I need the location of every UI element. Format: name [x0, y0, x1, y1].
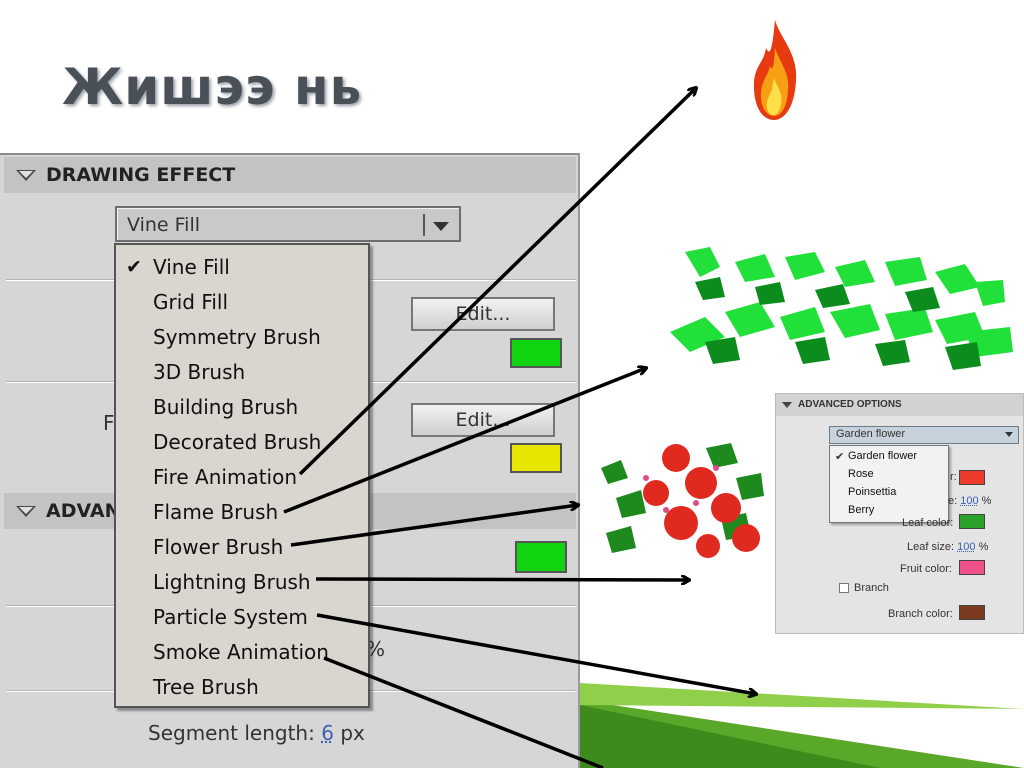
- arrow-smoke: [323, 656, 604, 768]
- effect-dropdown-menu: ✔ Vine Fill Grid Fill Symmetry Brush 3D …: [114, 243, 370, 708]
- effect-select-value: Vine Fill: [127, 214, 201, 236]
- flower-color-swatch[interactable]: [959, 470, 985, 485]
- fruit-color-label: Fruit color:: [900, 563, 952, 575]
- menu-item-flame-brush[interactable]: Flame Brush: [153, 500, 279, 524]
- menu-item-smoke-animation[interactable]: Smoke Animation: [153, 640, 329, 664]
- fire-illustration: [753, 20, 797, 120]
- flower-type-menu: ✔ Garden flower Rose Poinsettia Berry: [829, 445, 949, 523]
- checkmark-icon: ✔: [835, 451, 845, 463]
- checkmark-icon: ✔: [126, 256, 142, 278]
- branch-label: Branch: [854, 582, 889, 594]
- leaf-color-swatch[interactable]: [959, 514, 985, 529]
- color-swatch-2[interactable]: [510, 443, 562, 473]
- partial-label: F: [103, 411, 115, 435]
- menu-item-flower-brush[interactable]: Flower Brush: [153, 535, 284, 559]
- branch-color-label: Branch color:: [888, 608, 953, 620]
- segment-length-unit: px: [340, 721, 365, 745]
- arrow-particle: [316, 613, 756, 694]
- effect-select[interactable]: Vine Fill: [115, 206, 461, 242]
- arrow-lightning: [315, 579, 689, 580]
- flower-type-select[interactable]: Garden flower: [829, 426, 1019, 444]
- flower-color-label: r:: [950, 471, 957, 483]
- menu-item-rose[interactable]: Rose: [848, 468, 874, 480]
- flower-size-row: e: 100 %: [948, 495, 992, 507]
- slide-title: Жишээ нь: [62, 58, 363, 116]
- collapse-triangle-icon[interactable]: [16, 505, 36, 517]
- segment-length-row: Segment length: 6 px: [148, 721, 365, 745]
- drawing-effect-title: DRAWING EFFECT: [46, 164, 236, 186]
- menu-item-building-brush[interactable]: Building Brush: [153, 395, 299, 419]
- menu-item-lightning-brush[interactable]: Lightning Brush: [153, 570, 311, 594]
- menu-item-grid-fill[interactable]: Grid Fill: [153, 290, 229, 314]
- arrow-fire: [298, 88, 696, 476]
- arrow-flame: [283, 368, 646, 514]
- branch-checkbox[interactable]: [839, 583, 849, 593]
- flower-illustration: [601, 443, 764, 558]
- drawing-effect-header[interactable]: DRAWING EFFECT: [4, 157, 576, 193]
- color-swatch-3[interactable]: [515, 541, 567, 573]
- segment-length-label: Segment length:: [148, 721, 315, 745]
- percent-label: %: [366, 637, 386, 661]
- fruit-color-swatch[interactable]: [959, 560, 985, 575]
- menu-item-garden-flower[interactable]: Garden flower: [848, 450, 918, 462]
- collapse-triangle-icon[interactable]: [16, 169, 36, 181]
- menu-item-vine-fill[interactable]: ✔ Vine Fill: [116, 250, 368, 285]
- background-swoosh: [580, 683, 1024, 768]
- advanced-options-panel: ADVANCED OPTIONS Garden flower ✔ Garden …: [775, 393, 1024, 634]
- advanced-title: ADVAN: [46, 500, 121, 522]
- collapse-triangle-icon[interactable]: [782, 402, 792, 408]
- leaf-size-row: Leaf size: 100 %: [907, 541, 989, 553]
- menu-item-3d-brush[interactable]: 3D Brush: [153, 360, 246, 384]
- menu-item-tree-brush[interactable]: Tree Brush: [153, 675, 259, 699]
- chevron-down-icon[interactable]: [433, 222, 449, 231]
- menu-item-poinsettia[interactable]: Poinsettia: [848, 486, 897, 498]
- menu-item-berry[interactable]: Berry: [848, 504, 875, 516]
- leaf-color-label: Leaf color:: [902, 517, 954, 529]
- menu-item-symmetry-brush[interactable]: Symmetry Brush: [153, 325, 321, 349]
- chevron-down-icon[interactable]: [1005, 432, 1013, 437]
- advanced-options-header[interactable]: ADVANCED OPTIONS: [776, 394, 1023, 416]
- segment-length-value[interactable]: 6: [321, 721, 334, 745]
- menu-item-particle-system[interactable]: Particle System: [153, 605, 308, 629]
- branch-color-swatch[interactable]: [959, 605, 985, 620]
- menu-item-fire-animation[interactable]: Fire Animation: [153, 465, 298, 489]
- menu-item-decorated-brush[interactable]: Decorated Brush: [153, 430, 322, 454]
- color-swatch-1[interactable]: [510, 338, 562, 368]
- vine-illustration: [670, 247, 1013, 370]
- select-separator: [423, 214, 425, 236]
- arrow-flower: [290, 505, 578, 547]
